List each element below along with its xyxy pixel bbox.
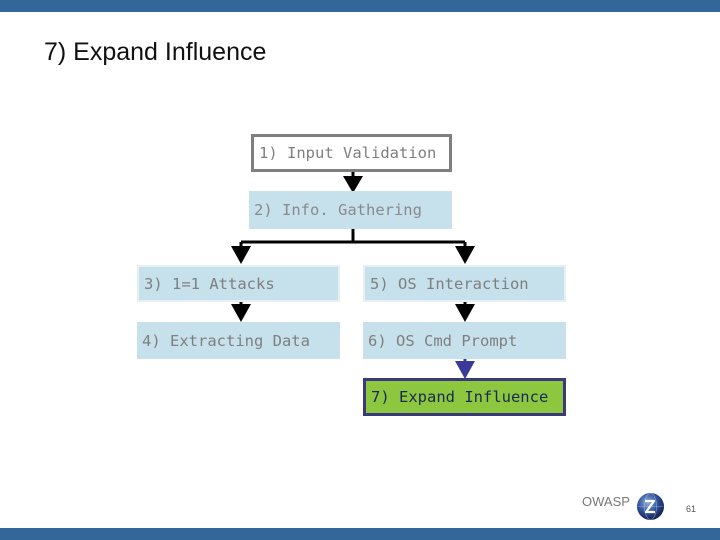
footer-brand: OWASP — [582, 494, 630, 509]
step-label: 1) Input Validation — [259, 144, 437, 162]
step-1eq1-attacks: 3) 1=1 Attacks — [137, 265, 340, 302]
step-label: 4) Extracting Data — [142, 331, 310, 350]
step-label: 3) 1=1 Attacks — [144, 274, 275, 293]
page-number: 61 — [686, 504, 697, 514]
owasp-globe-icon — [637, 493, 664, 520]
arrow-head-1-2 — [343, 176, 363, 193]
bottom-bar — [0, 528, 720, 540]
slide-title: 7) Expand Influence — [44, 38, 267, 66]
arrow-head-5-6 — [455, 304, 475, 322]
step-label: 6) OS Cmd Prompt — [368, 331, 518, 350]
step-label: 7) Expand Influence — [371, 388, 549, 406]
step-os-interaction: 5) OS Interaction — [363, 265, 566, 302]
step-info-gathering: 2) Info. Gathering — [249, 191, 452, 229]
step-expand-influence: 7) Expand Influence — [363, 378, 566, 416]
step-extracting-data: 4) Extracting Data — [137, 322, 340, 359]
top-bar — [0, 0, 720, 12]
step-input-validation: 1) Input Validation — [251, 134, 452, 172]
arrow-head-3-4 — [231, 304, 251, 322]
arrow-head-2-5 — [455, 246, 475, 264]
step-os-cmd-prompt: 6) OS Cmd Prompt — [363, 322, 566, 359]
step-label: 2) Info. Gathering — [254, 201, 422, 219]
arrow-head-6-7 — [455, 361, 475, 379]
arrow-head-2-3 — [231, 246, 251, 264]
step-label: 5) OS Interaction — [370, 274, 529, 293]
